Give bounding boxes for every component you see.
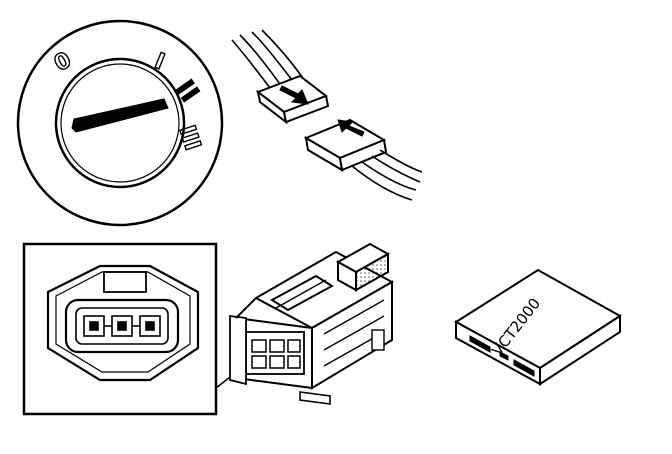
connector-face	[64, 298, 180, 354]
upper-plug-arrow-icon	[279, 85, 309, 105]
dial-inner-ring	[54, 57, 186, 189]
lower-wire-1	[351, 165, 413, 201]
control-module: VCT2000	[454, 268, 622, 386]
connector-pair	[231, 29, 423, 201]
upper-wire-1	[231, 39, 271, 89]
module-top-face	[454, 268, 622, 370]
module-ports	[469, 335, 535, 377]
connector-latch-tab	[103, 271, 147, 293]
upper-plug	[255, 74, 330, 125]
ignition-switch-dial: 0 I II III	[16, 19, 224, 227]
module-port-2	[499, 351, 509, 361]
connector-detail-inset	[22, 242, 245, 416]
module-port-3	[513, 359, 535, 377]
connector-housing	[229, 242, 395, 405]
key-slot	[71, 98, 169, 133]
dial-outer-ring	[16, 19, 224, 227]
lower-plug	[303, 118, 388, 172]
module-port-1	[469, 335, 491, 353]
housing-pin-sockets	[251, 339, 301, 369]
module-right-face	[539, 314, 621, 386]
lower-plug-arrow-icon	[337, 119, 365, 137]
pin-cavities	[83, 315, 161, 337]
